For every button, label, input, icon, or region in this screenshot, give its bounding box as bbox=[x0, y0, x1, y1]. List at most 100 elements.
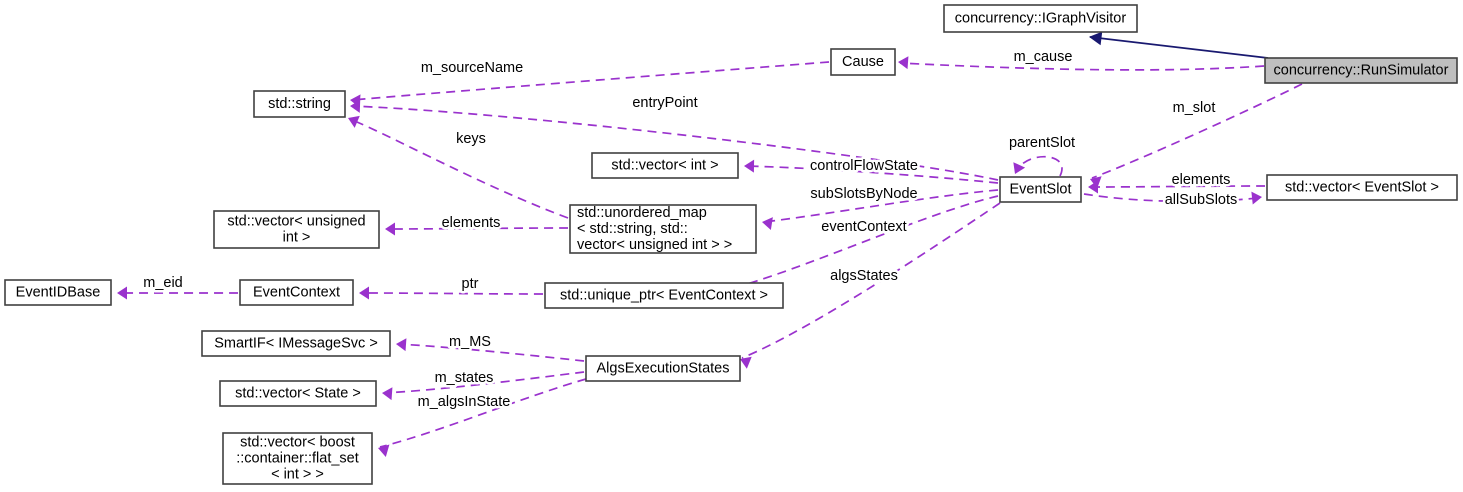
edge-eventcontext-ptr bbox=[359, 286, 544, 300]
class-node-smartif[interactable]: SmartIF< IMessageSvc > bbox=[201, 330, 391, 357]
edge-label-eventslot-parentSlot: parentSlot bbox=[1009, 135, 1075, 151]
edge-map-subSlotsByNode bbox=[762, 189, 999, 230]
edge-line bbox=[745, 165, 999, 184]
edge-line bbox=[899, 62, 1265, 71]
nodes-layer: concurrency::IGraphVisitorconcurrency::R… bbox=[4, 4, 1458, 485]
arrowhead-icon bbox=[396, 338, 407, 352]
edge-algs-algsStates bbox=[740, 202, 1001, 369]
node-label-line: int > bbox=[283, 229, 311, 245]
node-box[interactable] bbox=[999, 176, 1082, 203]
edge-label-eventidbase-m_eid: m_eid bbox=[143, 275, 183, 291]
arrowhead-icon bbox=[350, 99, 361, 113]
node-label-line: std::vector< boost bbox=[240, 434, 355, 450]
edge-label-string-keys: keys bbox=[456, 131, 486, 147]
node-box[interactable] bbox=[201, 330, 391, 357]
edge-line bbox=[1083, 193, 1259, 203]
node-box[interactable] bbox=[591, 152, 739, 179]
edge-line bbox=[1015, 155, 1063, 177]
node-label-line: Cause bbox=[842, 54, 884, 70]
node-box[interactable] bbox=[1266, 174, 1458, 201]
node-box[interactable] bbox=[213, 210, 380, 249]
edge-label-vectorint-controlFlowState: controlFlowState bbox=[810, 158, 918, 174]
node-box[interactable] bbox=[830, 48, 896, 76]
node-box[interactable] bbox=[569, 204, 757, 254]
arrowhead-icon bbox=[898, 56, 909, 70]
edge-label-string-entryPoint: entryPoint bbox=[632, 95, 697, 111]
class-node-eventslot[interactable]: EventSlot bbox=[999, 176, 1082, 203]
class-node-runsimulator[interactable]: concurrency::RunSimulator bbox=[1264, 57, 1458, 84]
class-node-vectorint[interactable]: std::vector< int > bbox=[591, 152, 739, 179]
node-label-line: AlgsExecutionStates bbox=[597, 360, 730, 376]
arrowhead-icon bbox=[378, 444, 390, 458]
class-node-stdstring[interactable]: std::string bbox=[253, 90, 346, 118]
edge-label-halo: elements bbox=[1172, 172, 1231, 188]
edge-label-halo: m_algsInState bbox=[418, 394, 511, 410]
arrowhead-icon bbox=[359, 286, 369, 300]
class-node-vectorflatset[interactable]: std::vector< boost::container::flat_set<… bbox=[222, 432, 373, 485]
class-node-uniqueptr[interactable]: std::unique_ptr< EventContext > bbox=[544, 282, 784, 309]
edge-labels-layer: m_causem_causem_sourceNamem_sourceNameen… bbox=[141, 46, 1240, 412]
node-box[interactable] bbox=[253, 90, 346, 118]
node-box[interactable] bbox=[219, 380, 377, 407]
edge-label-halo: m_eid bbox=[143, 275, 183, 291]
edge-label-halo: m_states bbox=[435, 370, 494, 386]
edge-eventidbase-m_eid bbox=[117, 286, 239, 300]
node-label-line: EventIDBase bbox=[16, 284, 101, 300]
node-label-line: SmartIF< IMessageSvc > bbox=[214, 335, 378, 351]
edge-label-map-subSlotsByNode: subSlotsByNode bbox=[810, 186, 917, 202]
edge-eventslot-allSubSlots bbox=[1083, 191, 1262, 205]
class-node-eventidbase[interactable]: EventIDBase bbox=[4, 279, 112, 306]
class-node-algsexecutionstates[interactable]: AlgsExecutionStates bbox=[585, 355, 741, 382]
class-node-igraphvisitor[interactable]: concurrency::IGraphVisitor bbox=[943, 4, 1138, 33]
node-label-line: std::string bbox=[268, 96, 331, 112]
edge-line bbox=[351, 105, 999, 181]
node-box[interactable] bbox=[222, 432, 373, 485]
class-node-unorderedmap[interactable]: std::unordered_map< std::string, std::ve… bbox=[569, 204, 757, 254]
edge-line bbox=[386, 227, 569, 230]
node-label-line: concurrency::RunSimulator bbox=[1274, 62, 1449, 78]
edge-vectorstate-m_states bbox=[382, 371, 585, 401]
edge-line bbox=[1089, 36, 1269, 59]
edge-label-halo: m_cause bbox=[1014, 49, 1073, 65]
arrowhead-icon bbox=[117, 286, 127, 300]
edge-label-vectoruint-elements: elements bbox=[442, 215, 501, 231]
edge-label-halo: controlFlowState bbox=[810, 158, 918, 174]
class-node-cause[interactable]: Cause bbox=[830, 48, 896, 76]
edge-label-halo: parentSlot bbox=[1009, 135, 1075, 151]
edge-line bbox=[741, 202, 1001, 359]
node-box[interactable] bbox=[943, 4, 1138, 33]
edge-line bbox=[379, 378, 587, 448]
edge-smartif-m_MS bbox=[396, 338, 585, 362]
edge-label-halo: ptr bbox=[462, 276, 479, 292]
edge-line bbox=[397, 343, 585, 362]
edge-label-flatset-m_algsInState: m_algsInState bbox=[418, 394, 511, 410]
edge-label-halo: eventContext bbox=[821, 219, 906, 235]
node-label-line: concurrency::IGraphVisitor bbox=[955, 10, 1127, 26]
node-box[interactable] bbox=[585, 355, 741, 382]
edge-flatset-m_algsInState bbox=[378, 378, 587, 458]
node-label-line: std::vector< unsigned bbox=[227, 213, 365, 229]
edge-label-halo: algsStates bbox=[830, 268, 898, 284]
edge-string-keys bbox=[348, 115, 569, 219]
node-box[interactable] bbox=[4, 279, 112, 306]
edge-string-entryPoint bbox=[350, 99, 999, 181]
edge-vectoruint-elements bbox=[385, 222, 569, 236]
arrowhead-icon bbox=[762, 217, 773, 230]
edge-label-cause-m_cause: m_cause bbox=[1014, 49, 1073, 65]
node-box[interactable] bbox=[239, 279, 354, 306]
edge-eventslot-m_slot bbox=[1090, 83, 1303, 189]
node-box[interactable] bbox=[1264, 57, 1458, 84]
edge-line bbox=[349, 118, 569, 219]
arrowhead-icon bbox=[1251, 191, 1262, 205]
node-box[interactable] bbox=[544, 282, 784, 309]
edge-label-eventslot-allSubSlots: allSubSlots bbox=[1165, 192, 1238, 208]
node-label-line: EventSlot bbox=[1009, 181, 1071, 197]
node-label-line: < int > > bbox=[271, 466, 324, 482]
class-node-eventcontext[interactable]: EventContext bbox=[239, 279, 354, 306]
edge-label-vectorstate-m_states: m_states bbox=[435, 370, 494, 386]
node-label-line: std::vector< int > bbox=[611, 157, 718, 173]
class-node-vectoreventslot[interactable]: std::vector< EventSlot > bbox=[1266, 174, 1458, 201]
class-node-vectorstate[interactable]: std::vector< State > bbox=[219, 380, 377, 407]
node-label-line: std::vector< State > bbox=[235, 385, 361, 401]
